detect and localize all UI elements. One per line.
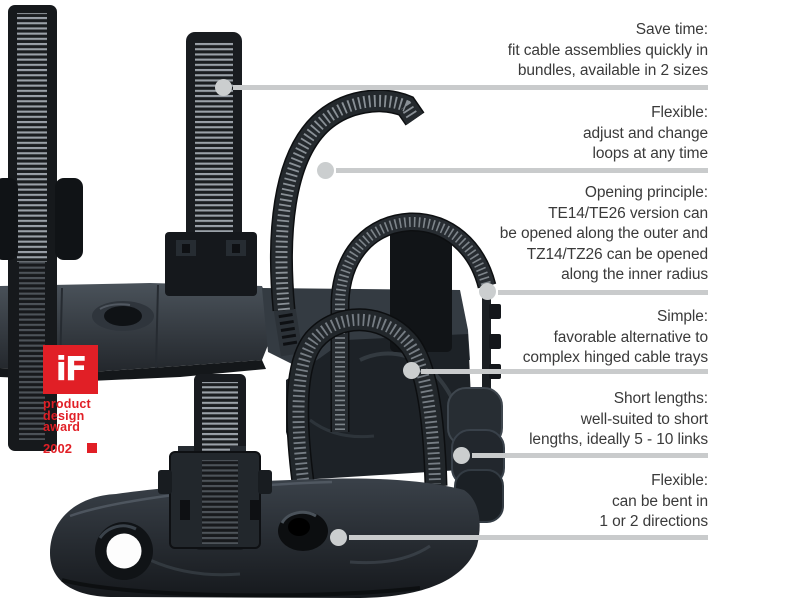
foreground-base-plate — [50, 478, 480, 598]
callout-marker-dot — [403, 362, 420, 379]
callout-flexible-bend: Flexible: can be bent in 1 or 2 directio… — [599, 471, 708, 533]
stacked-link-plates — [447, 387, 505, 523]
clamp-post — [390, 228, 452, 352]
callout-text: along the inner radius — [561, 266, 708, 283]
callout-marker-dot — [317, 162, 334, 179]
callout-opening-principle: Opening principle: TE14/TE26 version can… — [500, 183, 708, 286]
callout-title: Simple: — [657, 308, 708, 325]
side-rail-hooks — [482, 296, 501, 400]
callout-text: loops at any time — [592, 145, 709, 162]
callout-text: be opened along the outer and — [499, 225, 708, 242]
callout-title: Short lengths: — [613, 390, 708, 407]
callout-text: well-suited to short — [580, 410, 708, 428]
vertical-tie-strap-middle — [165, 32, 257, 296]
foreground-clamp-strap — [158, 374, 272, 550]
callout-short-lengths: Short lengths: well-suited to short leng… — [529, 389, 708, 451]
callout-title: Save time: — [635, 21, 708, 38]
if-award-caption: product design award — [43, 397, 91, 435]
callout-text: 1 or 2 directions — [599, 513, 708, 530]
callout-rule-flexible-2 — [349, 535, 708, 540]
callout-save-time: Save time: fit cable assemblies quickly … — [508, 20, 708, 82]
award-caption-line: award — [43, 420, 81, 435]
if-logo-text: iF — [55, 348, 88, 388]
callout-title: Flexible: — [651, 104, 708, 121]
callout-marker-dot — [330, 529, 347, 546]
callout-text: TZ14/TZ26 can be opened — [526, 245, 708, 263]
curved-tie-strap-arch — [330, 212, 497, 432]
callout-marker-dot — [479, 283, 496, 300]
loop-tie-strap — [286, 308, 448, 487]
callout-text: can be bent in — [612, 492, 708, 510]
callout-rule-save-time — [233, 85, 708, 90]
callout-text: TE14/TE26 version can — [548, 204, 708, 222]
callout-flexible-loops: Flexible: adjust and change loops at any… — [583, 103, 708, 165]
award-caption-line: design — [43, 408, 85, 423]
if-award-mini-square — [87, 443, 97, 453]
vertical-tie-strap-left — [0, 5, 83, 451]
if-award-year: 2002 — [43, 441, 72, 456]
callout-text: fit cable assemblies quickly in — [507, 41, 708, 59]
callout-text: complex hinged cable trays — [522, 349, 708, 366]
curved-tie-strap-tall — [270, 89, 425, 312]
if-award-logo: iF — [43, 345, 98, 394]
callout-text: adjust and change — [583, 124, 708, 142]
callout-rule-short — [472, 453, 708, 458]
callout-title: Opening principle: — [584, 184, 708, 201]
callout-text: bundles, available in 2 sizes — [517, 62, 708, 79]
callout-text: lengths, ideally 5 - 10 links — [529, 431, 708, 448]
callout-marker-dot — [453, 447, 470, 464]
callout-marker-dot — [215, 79, 232, 96]
callout-rule-flexible-1 — [336, 168, 708, 173]
award-caption-line: product — [43, 397, 91, 411]
callout-rule-opening — [498, 290, 708, 295]
callout-title: Flexible: — [651, 472, 708, 489]
callout-text: favorable alternative to — [553, 328, 709, 346]
callout-rule-simple — [421, 369, 708, 374]
callout-simple: Simple: favorable alternative to complex… — [523, 307, 708, 369]
